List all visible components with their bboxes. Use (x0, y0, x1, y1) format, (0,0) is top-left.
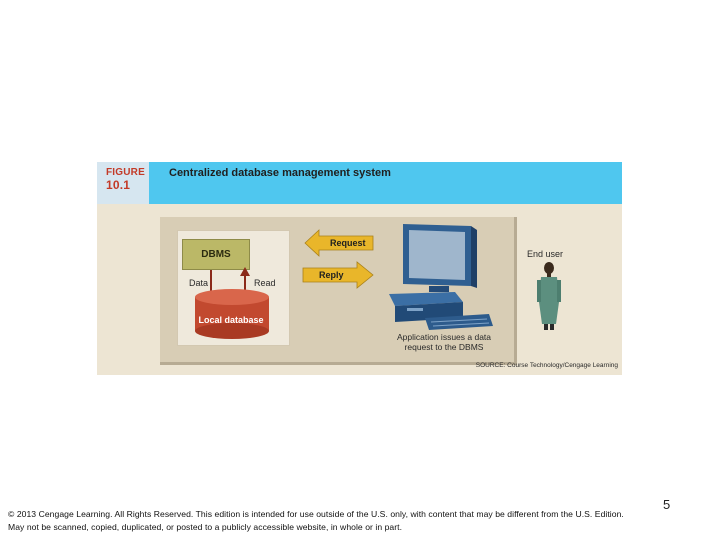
end-user-label: End user (527, 249, 563, 259)
application-caption: Application issues a data request to the… (384, 332, 504, 352)
data-label: Data (189, 278, 208, 288)
end-user-person-icon (534, 262, 564, 332)
local-database-label: Local database (195, 315, 267, 325)
computer-icon (385, 222, 495, 334)
local-database: Local database (195, 288, 273, 338)
caption-line-2: request to the DBMS (384, 342, 504, 352)
read-label: Read (254, 278, 276, 288)
read-arrow-head (240, 267, 250, 276)
footer-line-2: May not be scanned, copied, duplicated, … (8, 521, 720, 534)
figure-source: SOURCE: Course Technology/Cengage Learni… (476, 362, 618, 369)
copyright-footer: © 2013 Cengage Learning. All Rights Rese… (8, 508, 720, 534)
figure-10-1: FIGURE 10.1 Centralized database managem… (97, 162, 622, 375)
footer-line-1: © 2013 Cengage Learning. All Rights Rese… (8, 508, 720, 521)
request-label: Request (330, 238, 366, 248)
reply-label: Reply (319, 270, 344, 280)
caption-line-1: Application issues a data (384, 332, 504, 342)
